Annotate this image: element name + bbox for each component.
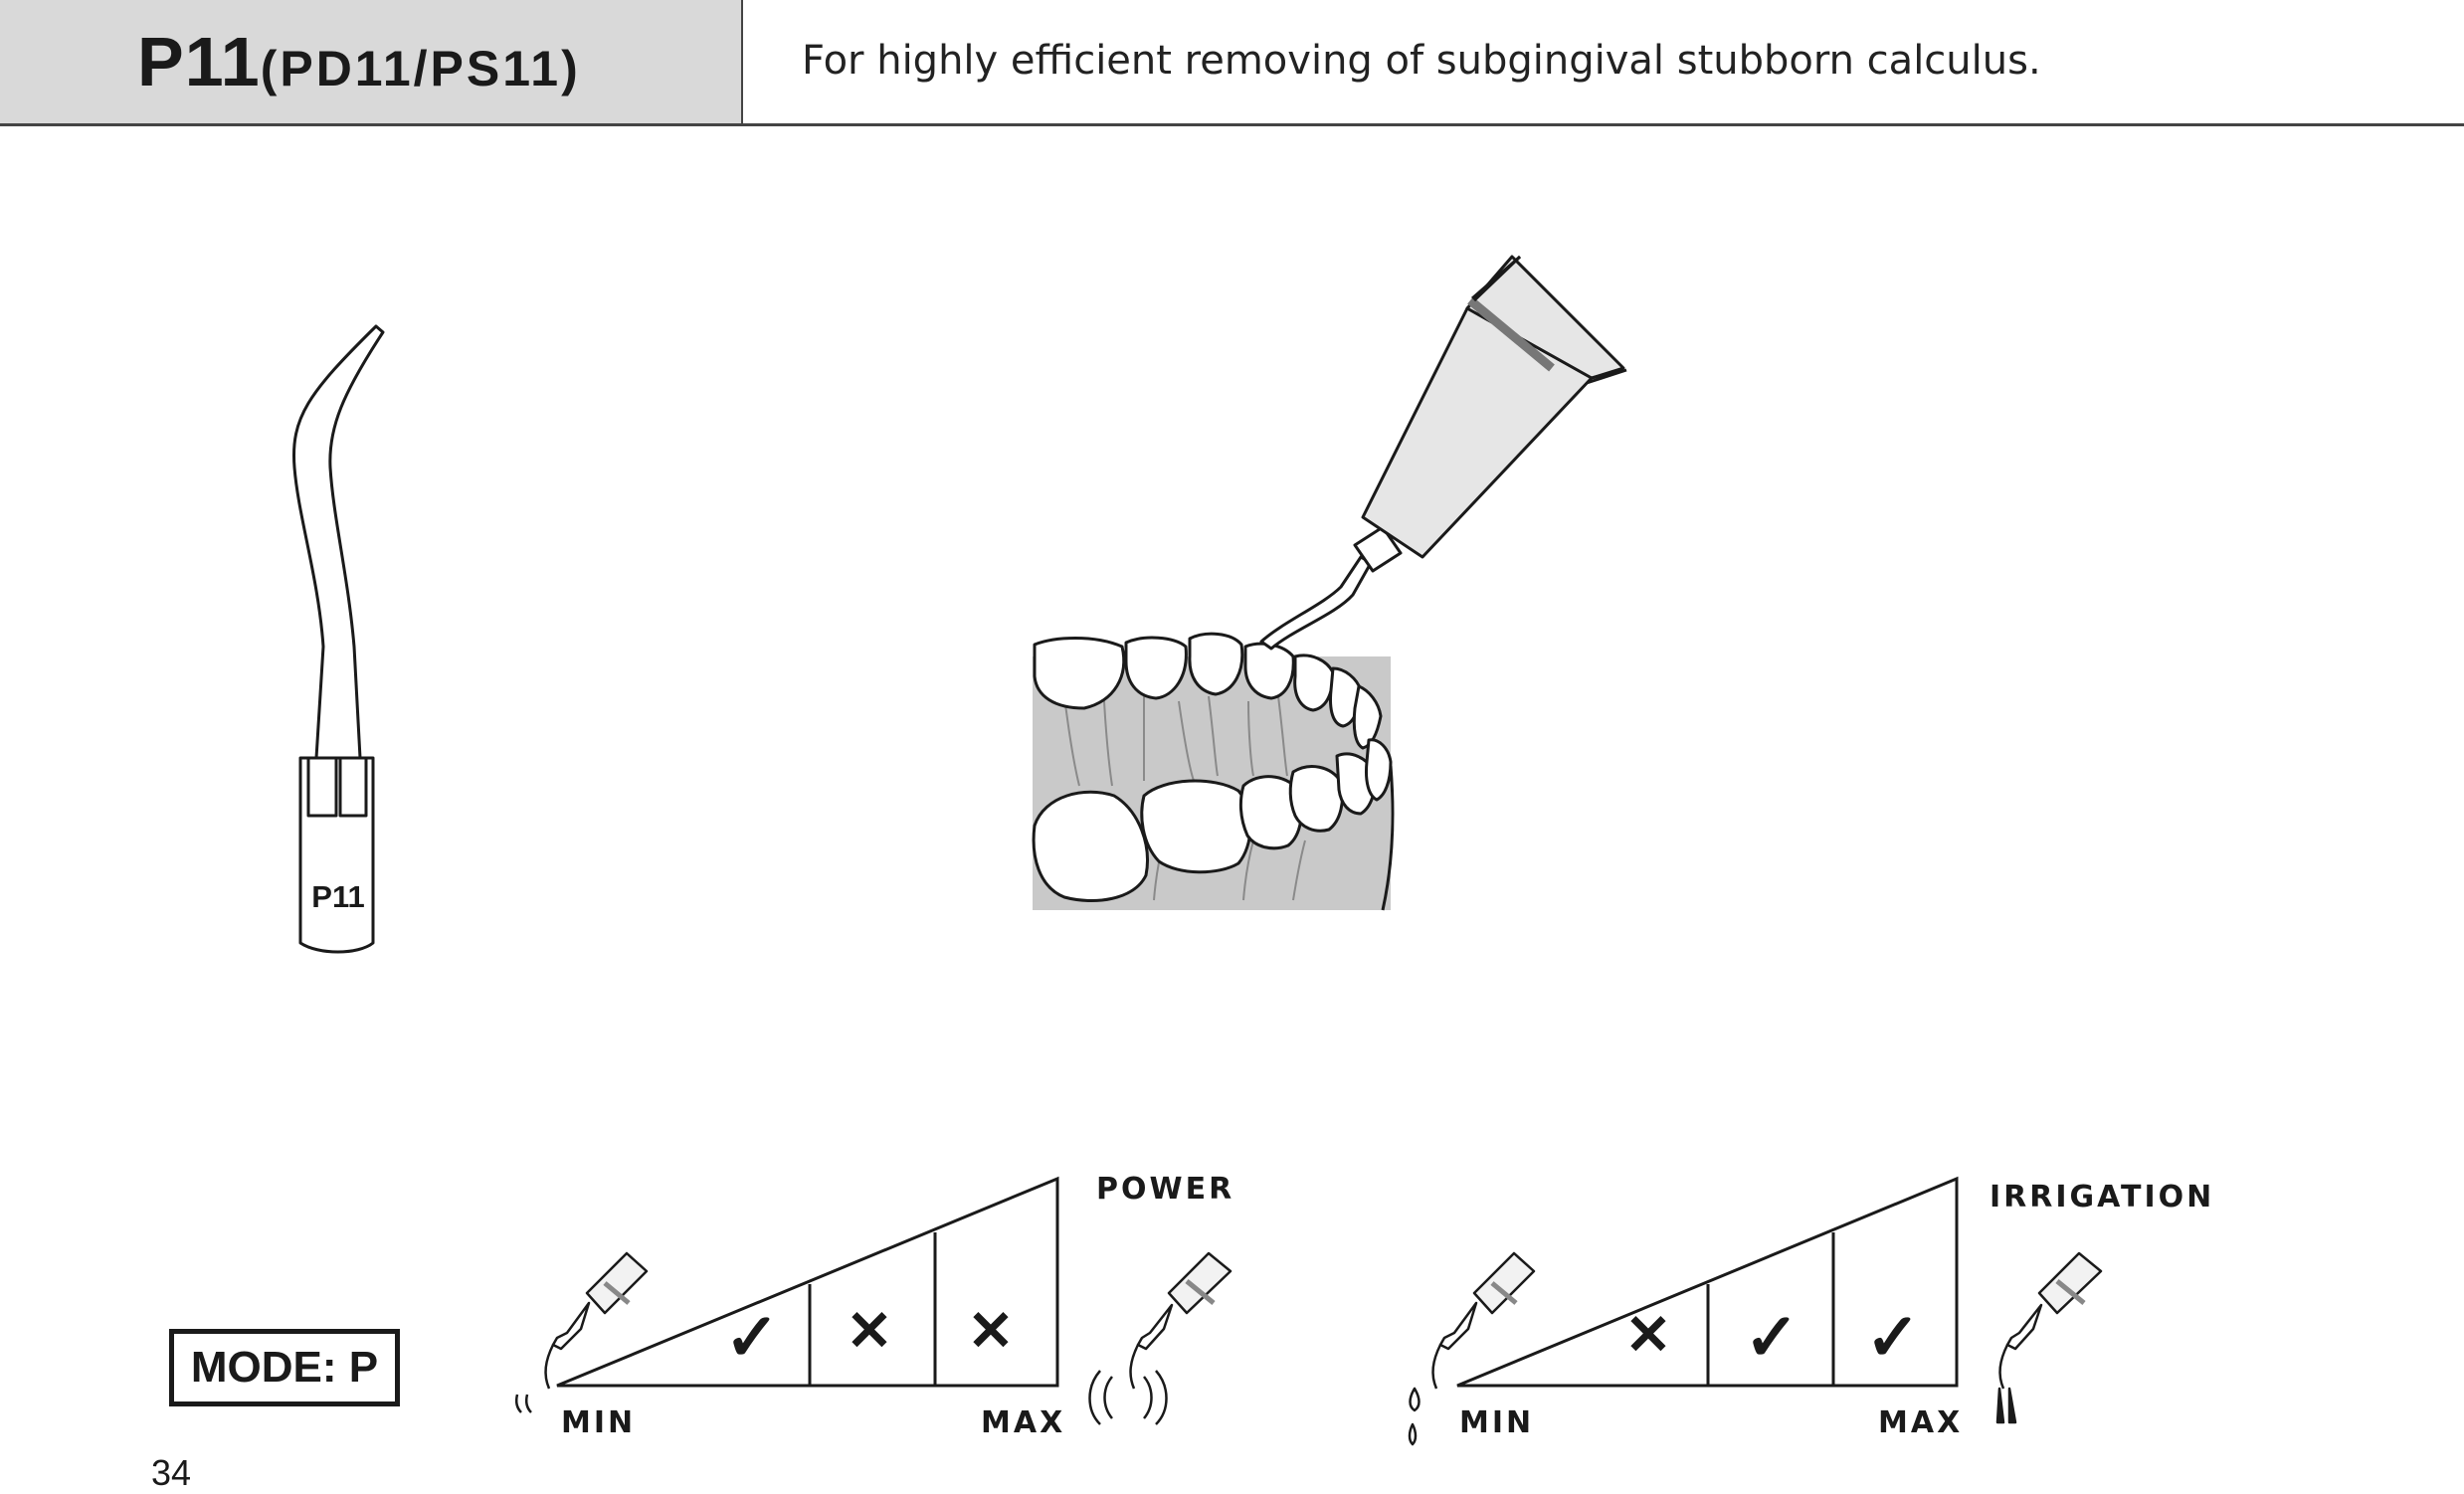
irrigation-level-2-mark: ✓ — [1744, 1300, 1799, 1374]
tooth-upper-1 — [1033, 637, 1126, 710]
irrigation-level-1-mark: ✕ — [1625, 1303, 1672, 1366]
power-max-handpiece-icon — [1088, 1251, 1232, 1425]
page-number: 34 — [151, 1452, 192, 1493]
handpiece-ring — [1467, 296, 1555, 372]
power-level-2-mark: ✕ — [847, 1299, 893, 1362]
tooth-lower-3 — [1238, 775, 1303, 850]
vibration-wave-right-2 — [1155, 1370, 1168, 1425]
title-model: P11 — [137, 23, 261, 100]
power-max-label: MAX — [981, 1405, 1065, 1440]
tooth-lower-6 — [1365, 738, 1393, 802]
water-stream-1 — [1995, 1387, 2005, 1424]
handpiece-body — [1465, 255, 1625, 380]
tip-shaft — [291, 324, 385, 760]
vibration-wave-left-2 — [1088, 1370, 1101, 1425]
handpiece-tip — [1259, 555, 1373, 651]
power-label: POWER — [1096, 1172, 1234, 1207]
irrigation-scale: ✕ ✓ ✓ — [1456, 1176, 1959, 1388]
irrigation-max-handpiece-icon — [1995, 1251, 2103, 1424]
irrigation-level-3-mark: ✓ — [1865, 1300, 1920, 1374]
irrigation-label: IRRIGATION — [1990, 1180, 2214, 1214]
tooth-upper-2 — [1124, 636, 1188, 700]
page-header: P11(PD11/PS11) For highly efficient remo… — [0, 0, 2464, 127]
power-min-label: MIN — [561, 1405, 636, 1440]
irrigation-min-handpiece-icon — [1408, 1251, 1536, 1446]
lower-teeth — [1032, 738, 1395, 911]
tip-description: For highly efficient removing of subging… — [802, 38, 2041, 84]
title-box: P11(PD11/PS11) — [0, 0, 743, 123]
power-level-1-mark: ✓ — [724, 1300, 779, 1374]
handpiece-collar — [1353, 525, 1403, 573]
tooth-upper-4 — [1243, 642, 1295, 700]
handpiece-cable-1 — [1472, 255, 1522, 302]
power-scale: ✓ ✕ ✕ — [556, 1176, 1059, 1388]
vibration-wave-left-1 — [1103, 1376, 1113, 1419]
irrigation-min-label: MIN — [1459, 1405, 1534, 1440]
tip-body — [298, 756, 375, 954]
tooth-lower-2 — [1140, 779, 1252, 874]
tooth-lower-4 — [1288, 765, 1344, 833]
water-stream-2 — [2007, 1387, 2017, 1424]
mode-indicator: MODE: P — [169, 1329, 400, 1406]
handpiece-in-mouth — [1259, 255, 1627, 651]
dental-illustration — [1032, 255, 1627, 911]
irrigation-max-label: MAX — [1878, 1405, 1963, 1440]
power-min-handpiece-icon — [514, 1251, 649, 1413]
tooth-upper-5 — [1293, 654, 1335, 712]
tooth-lower-1 — [1032, 790, 1149, 903]
tip-flat-left — [306, 756, 338, 818]
header-divider — [0, 123, 2464, 126]
tooth-upper-3 — [1188, 632, 1244, 696]
tip-engraving: P11 — [311, 879, 364, 914]
power-wedge — [556, 1176, 1059, 1388]
power-level-3-mark: ✕ — [968, 1299, 1015, 1362]
lower-gum-edge — [1381, 765, 1395, 911]
upper-teeth — [1033, 632, 1383, 750]
handpiece-cable-2 — [1591, 368, 1624, 380]
page-title: P11(PD11/PS11) — [137, 22, 581, 101]
water-drop-2 — [1408, 1422, 1418, 1446]
vibration-wave-right-1 — [1143, 1376, 1153, 1419]
title-variants: (PD11/PS11) — [260, 41, 581, 96]
tip-flat-right — [338, 756, 368, 818]
water-drop-1 — [1409, 1387, 1421, 1412]
scaler-tip-illustration: P11 — [291, 324, 385, 954]
